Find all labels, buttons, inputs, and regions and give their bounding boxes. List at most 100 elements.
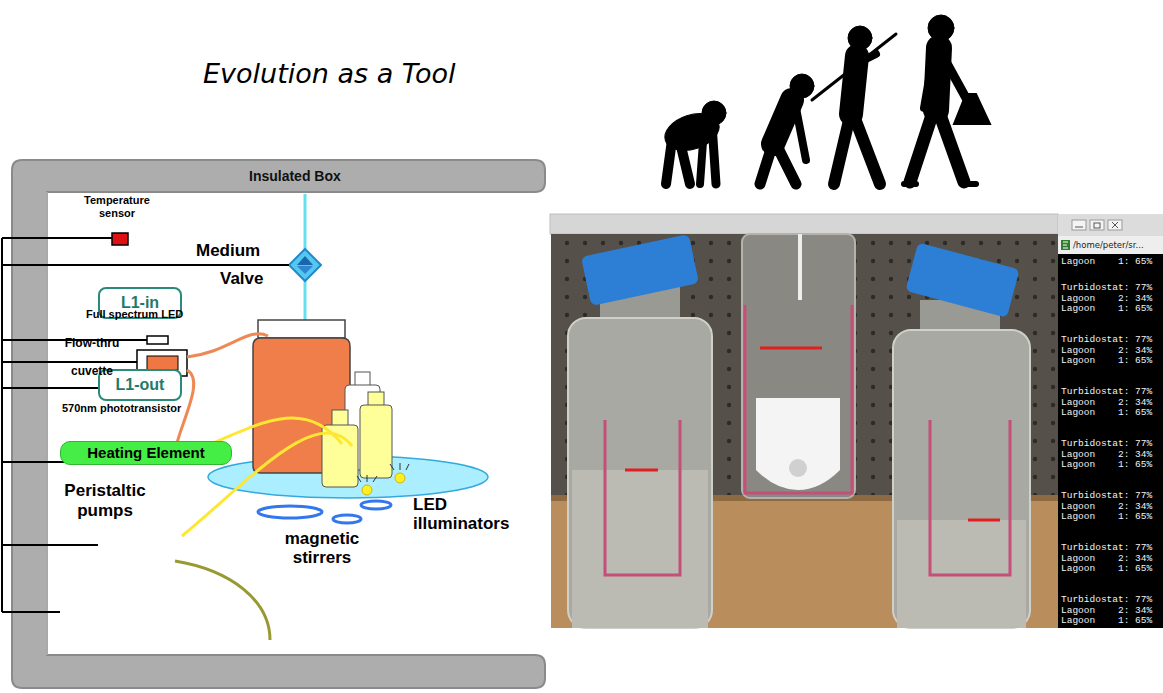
- liquid: [572, 470, 708, 628]
- part-label: LED illuminators: [413, 495, 525, 533]
- part-label: Medium: [196, 242, 260, 259]
- part-label: Full spectrum LED: [86, 308, 183, 321]
- led-ray: [390, 464, 394, 470]
- photo-background: [551, 234, 1058, 628]
- terminal-line: Lagoon 1: 65%: [1061, 564, 1152, 574]
- valve-arrow: [297, 256, 313, 265]
- tab-bar: [1058, 236, 1163, 254]
- part-label: Temperature sensor: [77, 194, 157, 220]
- human-body: [936, 48, 939, 110]
- human-leg: [910, 112, 933, 182]
- ape-arm: [700, 128, 704, 184]
- flask-neck: [258, 320, 345, 338]
- node-label: Heating Element: [87, 445, 205, 461]
- hominid-body: [773, 100, 792, 144]
- terminal-line: Lagoon 1: 65%: [1061, 257, 1152, 267]
- terminal-line: Lagoon 2: 34%: [1061, 502, 1152, 512]
- ape-arm: [712, 124, 716, 184]
- terminal-line: Lagoon 1: 65%: [1061, 408, 1152, 418]
- waste-tube: [175, 561, 270, 640]
- button-glyph: [1112, 222, 1118, 228]
- lagoon-neck: [332, 410, 348, 426]
- page-title: Evolution as a Tool: [203, 58, 456, 89]
- ape-leg: [666, 140, 672, 184]
- erectus-arm: [860, 54, 876, 62]
- level-line: [625, 469, 658, 472]
- terminal-line: Lagoon 2: 34%: [1061, 346, 1152, 356]
- terminal-line: Turbidostat: 77%: [1061, 283, 1152, 293]
- terminal-line: Turbidostat: 77%: [1061, 543, 1152, 553]
- lagoon-bottle: [360, 405, 392, 478]
- lagoon-neck: [355, 372, 370, 386]
- part-label: magnetic stirrers: [262, 529, 382, 567]
- led-ray: [406, 464, 409, 470]
- human-foot: [904, 181, 916, 187]
- orange-tube: [187, 334, 268, 357]
- photo: [550, 214, 1058, 628]
- title-bar: [1058, 214, 1163, 236]
- level-line: [968, 519, 1000, 522]
- terminal-line: Lagoon 1: 65%: [1061, 616, 1152, 626]
- right-bottle: [893, 330, 1030, 628]
- blue-cap: [581, 234, 699, 306]
- left-bottle: [568, 318, 712, 628]
- erectus-leg: [834, 116, 850, 184]
- led-illuminator: [395, 473, 405, 483]
- terminal-line: Turbidostat: 77%: [1061, 491, 1152, 501]
- window-button: [1108, 220, 1122, 230]
- wire: [2, 544, 98, 546]
- window-bar: [550, 214, 1058, 234]
- terminal-line: Lagoon 2: 34%: [1061, 606, 1152, 616]
- button-glyph: [1075, 227, 1083, 228]
- terminal-line: Lagoon 2: 34%: [1061, 554, 1152, 564]
- temperature-sensor: [112, 233, 128, 245]
- window-button: [1072, 220, 1086, 230]
- stir-bar: [789, 459, 807, 477]
- hominid-arm: [796, 108, 806, 160]
- icon-glyph: [1063, 242, 1068, 248]
- part-label: Valve: [220, 270, 264, 287]
- terminal-line: Turbidostat: 77%: [1061, 595, 1152, 605]
- apparatus: [112, 194, 488, 640]
- terminal-line: Lagoon 2: 34%: [1061, 450, 1152, 460]
- level-line: [760, 347, 822, 350]
- outline-marker: [930, 420, 1010, 575]
- medium-line: [304, 194, 307, 249]
- flask: [954, 94, 990, 124]
- band-edge: [47, 192, 48, 655]
- band-outline: [12, 160, 545, 688]
- erectus-body: [851, 56, 857, 114]
- terminal-line: Lagoon 2: 34%: [1061, 398, 1152, 408]
- human-arm: [924, 62, 932, 108]
- window-title: /home/peter/sr...: [1073, 239, 1144, 251]
- human-leg: [939, 112, 964, 182]
- terminal-line: Turbidostat: 77%: [1061, 387, 1152, 397]
- band-node: Insulated BoxL1-inL1-outHeating Element: [0, 160, 545, 688]
- ape-leg: [680, 142, 690, 184]
- blue-cap: [905, 242, 1019, 317]
- heater-node: Heating Element: [60, 441, 232, 465]
- button-glyph: [1094, 223, 1100, 228]
- cuvette-liquid: [147, 356, 178, 370]
- window-button: [1090, 220, 1104, 230]
- terminal-line: Lagoon 1: 65%: [1061, 512, 1152, 522]
- node-label: Insulated Box: [249, 168, 341, 184]
- terminal-line: Lagoon 1: 65%: [1061, 304, 1152, 314]
- led-symbol: [147, 336, 168, 344]
- erectus-leg: [854, 116, 880, 184]
- led-rays: [357, 463, 409, 482]
- part-label: 570nm phototransistor: [62, 402, 181, 415]
- magnetic-stirrer: [333, 515, 361, 523]
- center-bottle: [742, 234, 855, 498]
- part-label: Peristaltic pumps: [53, 481, 157, 521]
- terminal-line: Turbidostat: 77%: [1061, 439, 1152, 449]
- wire: [2, 361, 137, 363]
- terminal-line: Lagoon 1: 65%: [1061, 356, 1152, 366]
- outline-marker: [605, 420, 680, 575]
- valve-arrow: [297, 266, 313, 274]
- tube: [798, 234, 802, 300]
- lagoon-neck: [368, 392, 384, 406]
- medium-line: [304, 281, 307, 320]
- wire: [2, 237, 112, 239]
